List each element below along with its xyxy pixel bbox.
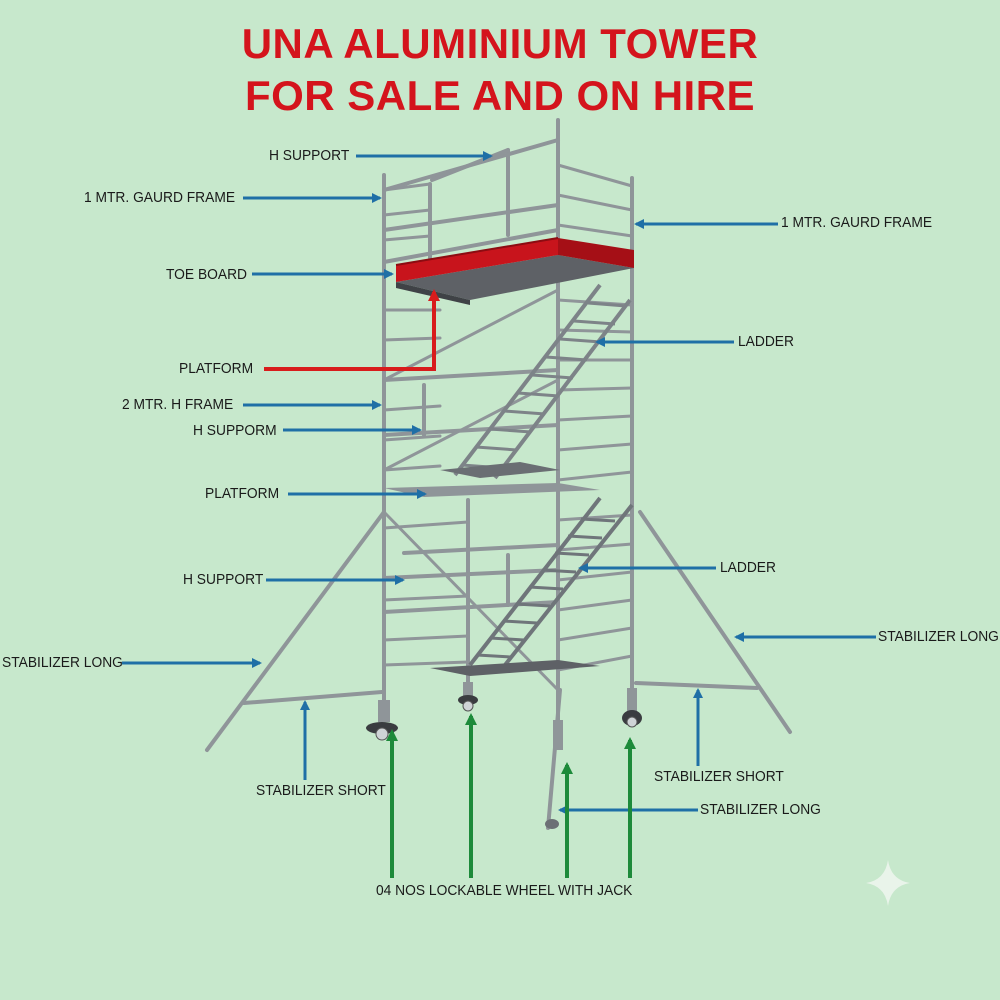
label-stabilizer-short-right: STABILIZER SHORT bbox=[654, 768, 784, 785]
green-arrows bbox=[386, 713, 636, 878]
platform-middle bbox=[384, 483, 600, 497]
label-wheels: 04 NOS LOCKABLE WHEEL WITH JACK bbox=[376, 882, 633, 899]
platform-landing bbox=[440, 462, 560, 478]
ladder-upper bbox=[453, 283, 632, 480]
stabilizer-short-right bbox=[634, 681, 759, 690]
stabilizer-short-left bbox=[242, 690, 384, 705]
sparkle-icon bbox=[866, 860, 910, 906]
label-stabilizer-short-left: STABILIZER SHORT bbox=[256, 782, 386, 799]
label-guard-frame-left: 1 MTR. GAURD FRAME bbox=[84, 189, 236, 206]
wheel-4 bbox=[622, 688, 642, 728]
label-guard-frame-right: 1 MTR. GAURD FRAME bbox=[781, 214, 933, 231]
label-h-supporm: H SUPPORM bbox=[193, 422, 277, 439]
label-stabilizer-long-right: STABILIZER LONG bbox=[878, 628, 999, 645]
wheel-3 bbox=[545, 720, 563, 829]
tower-frame bbox=[205, 118, 792, 830]
label-h-support-top: H SUPPORT bbox=[269, 147, 350, 164]
label-platform-upper: PLATFORM bbox=[179, 360, 254, 377]
platform-lower bbox=[430, 660, 600, 676]
label-ladder-lower: LADDER bbox=[720, 559, 776, 576]
label-stabilizer-long-bottom: STABILIZER LONG bbox=[700, 801, 821, 818]
label-h-frame-2m: 2 MTR. H FRAME bbox=[122, 396, 234, 413]
wheel-2 bbox=[458, 682, 478, 712]
ladder-lower bbox=[468, 496, 634, 667]
guard-rails bbox=[382, 138, 560, 264]
label-h-support-lower: H SUPPORT bbox=[183, 571, 264, 588]
toe-board bbox=[395, 237, 634, 282]
label-toe-board: TOE BOARD bbox=[166, 266, 248, 283]
rungs-right bbox=[556, 163, 634, 672]
arrow-platform-upper bbox=[264, 289, 440, 371]
title-line-1: UNA ALUMINIUM TOWER bbox=[241, 20, 759, 67]
title-line-2: FOR SALE AND ON HIRE bbox=[244, 72, 756, 119]
wheel-1 bbox=[366, 700, 398, 741]
label-stabilizer-long-left: STABILIZER LONG bbox=[2, 654, 123, 671]
stabilizer-long-left bbox=[205, 510, 386, 752]
stabilizer-long-right bbox=[638, 510, 792, 734]
label-ladder-upper: LADDER bbox=[738, 333, 794, 350]
label-platform-lower: PLATFORM bbox=[205, 485, 280, 502]
blue-arrows bbox=[122, 151, 876, 815]
